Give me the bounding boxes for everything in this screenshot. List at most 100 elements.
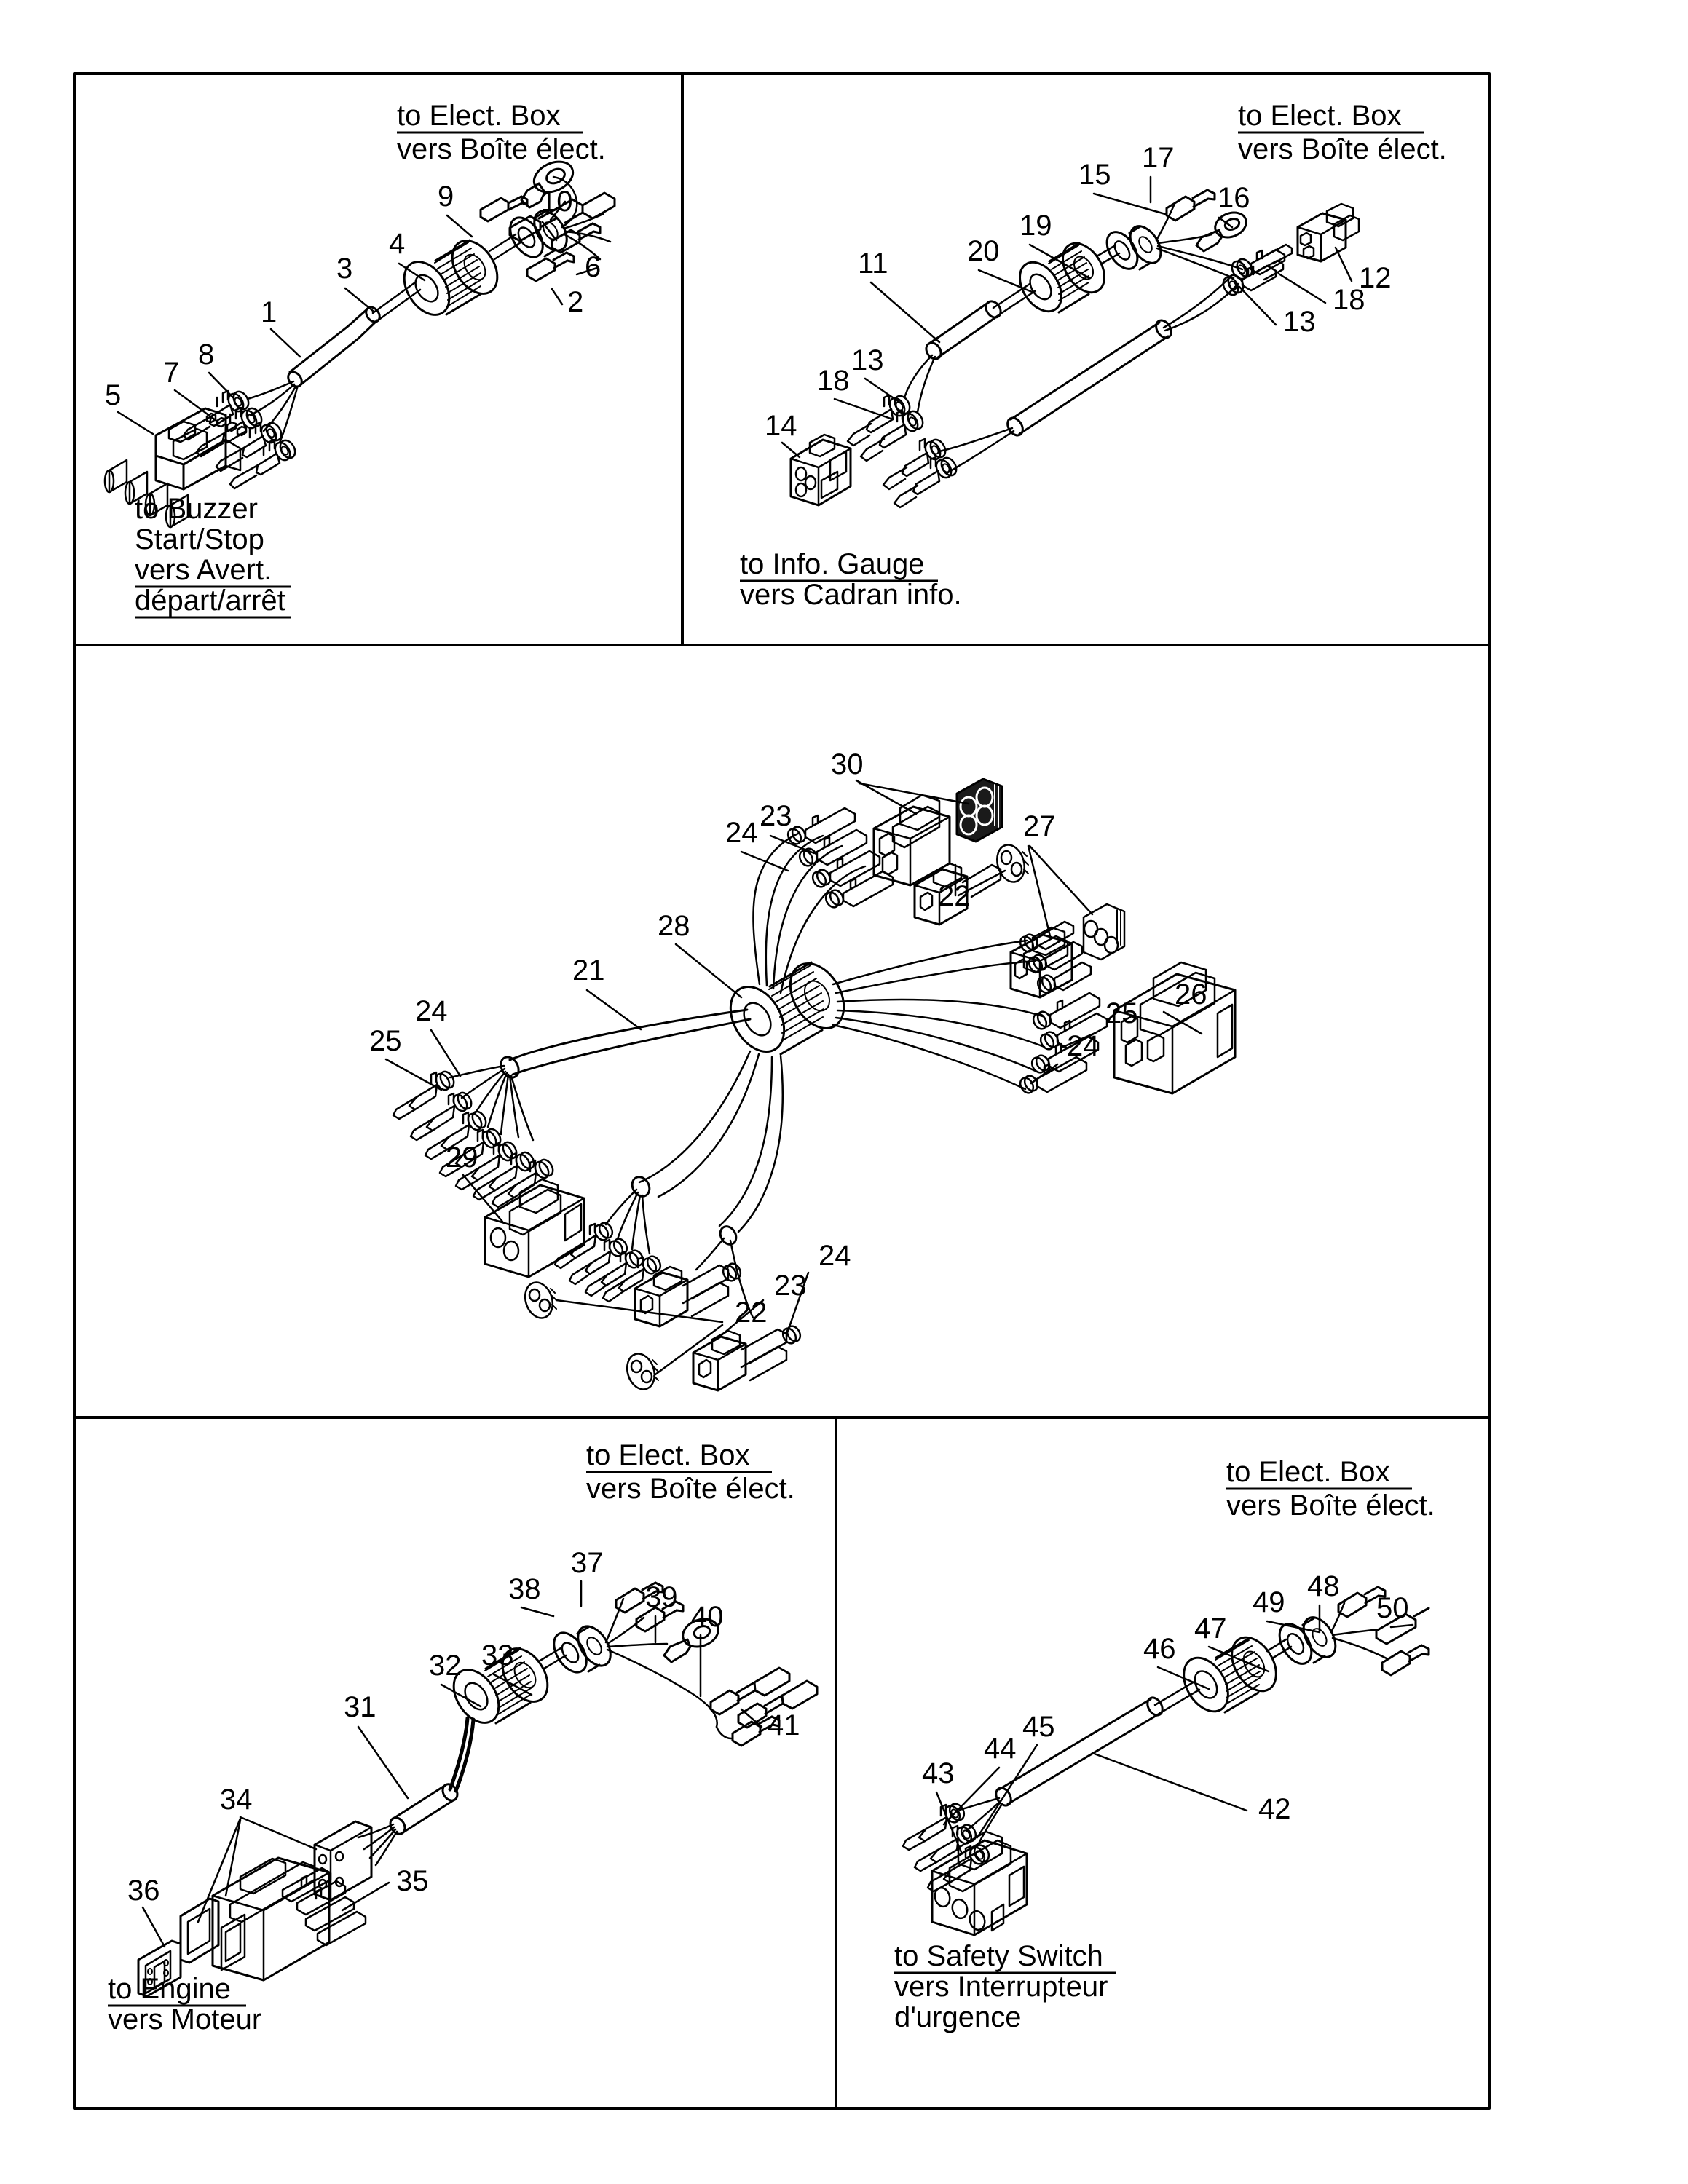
callout-28: 28 — [658, 910, 690, 942]
bullet-terminal-lower-right — [1381, 1644, 1430, 1677]
cable-sleeve-right — [1006, 319, 1172, 437]
cable-sleeve-42 — [995, 1696, 1164, 1807]
callout-25a: 25 — [369, 1025, 402, 1057]
footer-line-3: d'urgence — [894, 2001, 1021, 2033]
footer-line-1: to Safety Switch — [894, 1940, 1103, 1972]
callout-12: 12 — [1359, 262, 1392, 294]
footer-line-4: départ/arrêt — [135, 585, 285, 617]
callout-18a: 18 — [1333, 284, 1365, 316]
text-layer: to Elect. Box vers Boîte élect. to Buzze… — [105, 100, 1447, 2035]
seal-4 — [509, 210, 568, 258]
callout-19: 19 — [1019, 210, 1052, 242]
callout-22a: 22 — [938, 880, 971, 912]
panel-5-header: to Elect. Box vers Boîte élect. — [1226, 1456, 1435, 1522]
callout-33: 33 — [481, 1639, 514, 1671]
callout-13a: 13 — [1283, 306, 1316, 338]
panel-2-footer: to Info. Gauge vers Cadran info. — [740, 548, 962, 611]
pin-terminal-fan-left — [392, 1064, 554, 1208]
header-line-fr: vers Boîte élect. — [397, 133, 606, 165]
callout-22b: 22 — [735, 1297, 768, 1329]
callout-36: 36 — [127, 1875, 160, 1907]
leader-lines-panel-4 — [141, 1580, 763, 1948]
splice-10 — [508, 191, 616, 242]
callout-14: 14 — [765, 410, 797, 442]
leader-lines-panel-3 — [384, 779, 1203, 1376]
callout-7: 7 — [163, 357, 179, 389]
panel-3-callouts: 30 23 24 27 22 28 21 26 24 25 25 24 29 2… — [369, 748, 1207, 1329]
panel-middle-artwork — [384, 778, 1237, 1392]
callout-9: 9 — [438, 181, 454, 213]
footer-line-2: vers Moteur — [108, 2003, 261, 2035]
ring-terminal-9 — [520, 160, 575, 209]
callout-13b: 13 — [851, 344, 884, 376]
bullet-terminal-15-17 — [1165, 189, 1216, 222]
leader-lines-panel-2 — [781, 175, 1353, 459]
callout-24d: 24 — [819, 1240, 851, 1272]
callout-11: 11 — [858, 248, 888, 280]
header-line-fr: vers Boîte élect. — [586, 1473, 795, 1505]
callout-41: 41 — [768, 1709, 800, 1741]
panel-bottom-right-artwork — [902, 1586, 1430, 1936]
outer-frame — [73, 72, 1491, 2110]
terminals-into-27 — [1019, 920, 1092, 994]
panel-5-callouts: 48 49 50 47 46 45 44 43 42 — [922, 1570, 1409, 1825]
panel-2-header: to Elect. Box vers Boîte élect. — [1238, 100, 1447, 165]
callout-24a: 24 — [725, 817, 758, 849]
bullet-terminal-6 — [551, 222, 602, 254]
callout-29: 29 — [446, 1142, 478, 1174]
header-line-en: to Elect. Box — [1238, 100, 1402, 132]
panel-2-callouts: 17 15 16 19 12 20 11 18 13 13 18 14 — [765, 142, 1392, 442]
seal-33 — [553, 1625, 612, 1674]
callout-1: 1 — [261, 296, 277, 328]
callout-20: 20 — [967, 235, 1000, 267]
callout-24b: 24 — [415, 995, 448, 1027]
panel-1-footer: to Buzzer Start/Stop vers Avert. départ/… — [135, 493, 291, 619]
panel-4-callouts: 37 38 39 40 33 32 31 41 34 35 36 — [127, 1547, 800, 1907]
connector-14 — [789, 433, 852, 507]
callout-50: 50 — [1376, 1592, 1409, 1624]
callout-21: 21 — [572, 954, 605, 986]
seal-19 — [1095, 225, 1162, 271]
panel-1-callouts: 9 10 4 6 3 2 1 8 7 5 — [105, 181, 601, 411]
grommet-46 — [1183, 1636, 1277, 1714]
footer-line-2: vers Cadran info. — [740, 579, 962, 611]
callout-2: 2 — [567, 286, 583, 318]
terminals-into-26 — [1019, 992, 1108, 1094]
callout-35: 35 — [396, 1865, 429, 1897]
grommet-32 — [452, 1647, 549, 1725]
splice-50 — [1375, 1607, 1430, 1645]
panel-4-footer: to Engine vers Moteur — [108, 1973, 261, 2035]
callout-31: 31 — [344, 1691, 376, 1723]
ring-terminal-16 — [1195, 211, 1247, 253]
footer-line-1: to Buzzer — [135, 493, 258, 525]
pin-terminals-right — [1222, 243, 1293, 296]
footer-line-2: vers Interrupteur — [894, 1971, 1108, 2003]
branch-node-left — [500, 1056, 520, 1079]
callout-26: 26 — [1175, 978, 1207, 1010]
bullet-terminals-37-38 — [615, 1581, 685, 1633]
header-line-fr: vers Boîte élect. — [1238, 133, 1447, 165]
leader-lines-panel-1 — [117, 200, 599, 435]
callout-24c: 24 — [1067, 1030, 1100, 1062]
terminals-35 — [281, 1867, 367, 1947]
callout-5: 5 — [105, 379, 121, 411]
callout-42: 42 — [1258, 1793, 1291, 1825]
connector-30 — [872, 778, 1003, 887]
connector-22-right — [913, 844, 1029, 926]
header-line-en: to Elect. Box — [397, 100, 561, 132]
cap-36 — [137, 1939, 182, 1998]
callout-4: 4 — [389, 228, 405, 260]
callout-37: 37 — [571, 1547, 604, 1579]
sheet-frame — [73, 72, 1491, 2110]
callout-46: 46 — [1143, 1633, 1176, 1665]
bullet-terminals-48-49 — [1337, 1586, 1387, 1618]
footer-line-3: vers Avert. — [135, 554, 272, 586]
splices-40-41 — [709, 1666, 819, 1747]
connector-housing-5 — [103, 407, 248, 529]
panel-1-header: to Elect. Box vers Boîte élect. — [397, 100, 606, 165]
connector-29 — [484, 1178, 585, 1278]
branch-node-low — [719, 1225, 738, 1246]
callout-23a: 23 — [760, 800, 792, 832]
footer-line-1: to Info. Gauge — [740, 548, 925, 580]
